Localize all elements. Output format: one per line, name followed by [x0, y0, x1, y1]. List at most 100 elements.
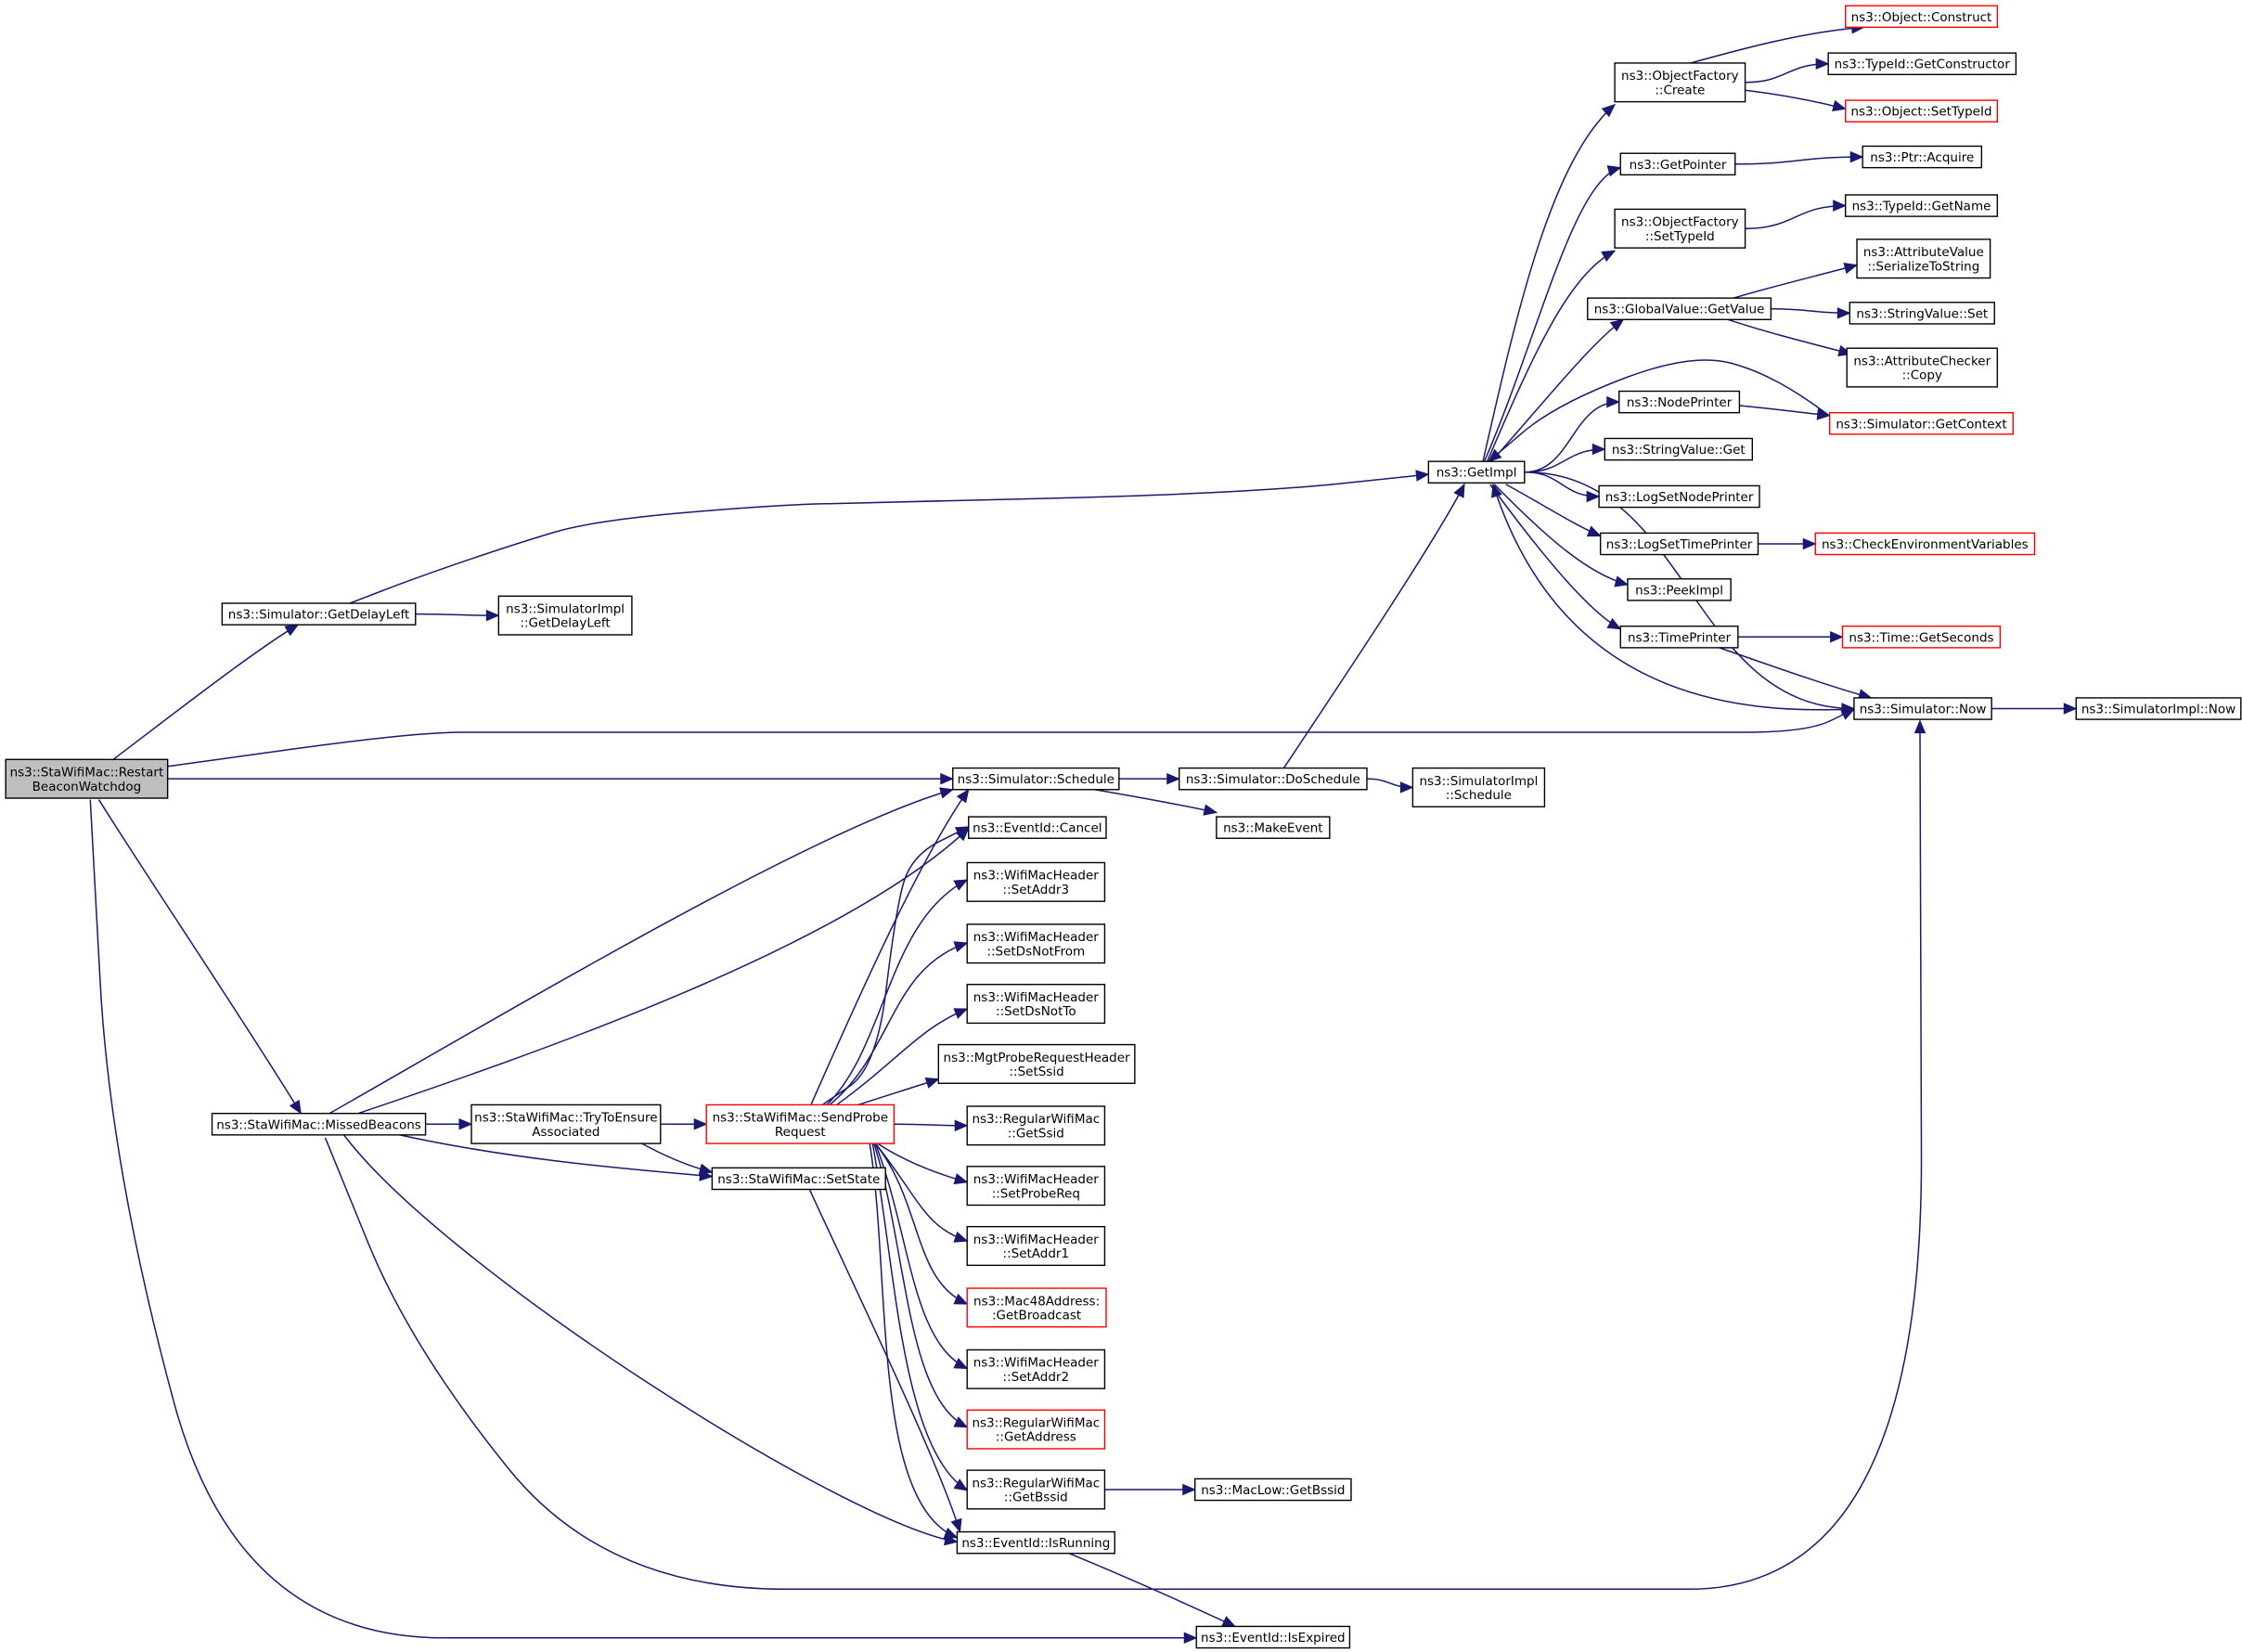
node-label: ns3::StaWifiMac::MissedBeacons	[216, 1117, 421, 1132]
arrowhead-icon	[953, 1416, 969, 1428]
node-label: ns3::StringValue::Set	[1856, 306, 1988, 321]
arrowhead-icon	[1802, 537, 1817, 550]
node-simSchedule[interactable]: ns3::Simulator::Schedule	[952, 767, 1120, 791]
arrowhead-icon	[1453, 483, 1465, 498]
node-peekImpl[interactable]: ns3::PeekImpl	[1627, 578, 1732, 601]
arrowhead-icon	[1614, 575, 1630, 587]
node-acCopy[interactable]: ns3::AttributeChecker::Copy	[1846, 347, 1999, 388]
node-label: ns3::RegularWifiMac	[972, 1112, 1100, 1127]
node-macGetBroadcast[interactable]: ns3::Mac48Address::GetBroadcast	[966, 1287, 1107, 1328]
node-label: ::GetSsid	[1008, 1126, 1064, 1141]
node-label: ::SerializeToString	[1867, 259, 1979, 274]
node-label: ns3::WifiMacHeader	[973, 1172, 1100, 1187]
node-box	[1841, 626, 2002, 649]
node-nodePrinter[interactable]: ns3::NodePrinter	[1618, 390, 1741, 414]
node-logSetNode[interactable]: ns3::LogSetNodePrinter	[1598, 484, 1760, 509]
node-simImplGetDelayLeft[interactable]: ns3::SimulatorImpl::GetDelayLeft	[497, 595, 633, 636]
node-wmhSetDsNotFrom[interactable]: ns3::WifiMacHeader::SetDsNotFrom	[966, 923, 1106, 964]
node-logSetTime[interactable]: ns3::LogSetTimePrinter	[1599, 532, 1759, 556]
node-label: ns3::EventId::IsRunning	[961, 1536, 1110, 1551]
edge-getImpl-to-getPointer	[1483, 166, 1621, 462]
node-getPointer[interactable]: ns3::GetPointer	[1619, 152, 1736, 176]
node-label: ::Copy	[1902, 368, 1942, 383]
node-simGetContext[interactable]: ns3::Simulator::GetContext	[1828, 411, 2015, 435]
node-checkEnv[interactable]: ns3::CheckEnvironmentVariables	[1814, 532, 2036, 556]
node-objSetTypeId[interactable]: ns3::Object::SetTypeId	[1844, 99, 1999, 123]
node-ptrAcquire[interactable]: ns3::Ptr::Acquire	[1862, 145, 1983, 169]
node-label: ::SetProbeReq	[992, 1186, 1080, 1201]
node-ofSetTypeId[interactable]: ns3::ObjectFactory::SetTypeId	[1614, 208, 1746, 249]
arrowhead-icon	[2063, 703, 2078, 715]
arrowhead-icon	[284, 624, 300, 637]
node-box	[966, 1349, 1106, 1389]
node-wmhSetAddr2[interactable]: ns3::WifiMacHeader::SetAddr2	[966, 1349, 1106, 1389]
node-box	[966, 984, 1106, 1025]
node-typeIdGetName[interactable]: ns3::TypeId::GetName	[1844, 194, 1999, 217]
node-box	[1604, 437, 1754, 461]
edge-gvGetValue-to-acCopy	[1727, 318, 1852, 355]
node-mgtSetSsid[interactable]: ns3::MgtProbeRequestHeader::SetSsid	[937, 1043, 1136, 1084]
node-box	[966, 1469, 1106, 1510]
node-wmhSetAddr3[interactable]: ns3::WifiMacHeader::SetAddr3	[966, 861, 1106, 902]
node-macLowGetBssid[interactable]: ns3::MacLow::GetBssid	[1193, 1478, 1352, 1502]
node-label: Associated	[532, 1125, 599, 1140]
node-label: ns3::StaWifiMac::SendProbe	[713, 1111, 888, 1126]
node-label: ns3::Mac48Address:	[973, 1294, 1100, 1309]
node-box	[5, 758, 169, 799]
node-eventCancel[interactable]: ns3::EventId::Cancel	[968, 816, 1107, 839]
arrowhead-icon	[953, 1357, 969, 1370]
arrowhead-icon	[940, 772, 955, 785]
edge-sendProbe-to-wmhSetAddr3	[826, 879, 968, 1105]
node-rwmGetSsid[interactable]: ns3::RegularWifiMac::GetSsid	[966, 1105, 1106, 1146]
node-wmhSetDsNotTo[interactable]: ns3::WifiMacHeader::SetDsNotTo	[966, 984, 1106, 1025]
edge-missedBeacons-to-simNow	[324, 720, 1923, 1591]
node-makeEvent[interactable]: ns3::MakeEvent	[1216, 816, 1331, 839]
arrowhead-icon	[956, 788, 970, 804]
node-label: ns3::ObjectFactory	[1621, 215, 1739, 230]
node-label: ::SetAddr2	[1003, 1370, 1070, 1385]
node-eventIsExpired[interactable]: ns3::EventId::IsExpired	[1195, 1625, 1351, 1649]
node-wmhSetAddr1[interactable]: ns3::WifiMacHeader::SetAddr1	[966, 1225, 1106, 1267]
arrowhead-icon	[954, 826, 970, 838]
node-label: ns3::Object::SetTypeId	[1850, 105, 1991, 120]
node-label: ns3::Simulator::DoSchedule	[1186, 772, 1360, 787]
arrowhead-icon	[1591, 443, 1606, 456]
node-box	[1627, 578, 1732, 601]
node-ofCreate[interactable]: ns3::ObjectFactory::Create	[1614, 62, 1746, 103]
edge-sendProbe-to-mgtSetSsid	[857, 1078, 939, 1106]
node-simImplNow[interactable]: ns3::SimulatorImpl::Now	[2075, 697, 2242, 720]
node-getConstructor[interactable]: ns3::TypeId::GetConstructor	[1827, 52, 2017, 75]
node-setState[interactable]: ns3::StaWifiMac::SetState	[711, 1167, 886, 1191]
arrowhead-icon	[953, 879, 969, 891]
node-svSet[interactable]: ns3::StringValue::Set	[1849, 302, 1995, 325]
node-timeGetSeconds[interactable]: ns3::Time::GetSeconds	[1841, 626, 2002, 649]
node-simNow[interactable]: ns3::Simulator::Now	[1853, 697, 1992, 720]
node-eventIsRunning[interactable]: ns3::EventId::IsRunning	[956, 1530, 1115, 1555]
arrowhead-icon	[1609, 318, 1625, 332]
node-missedBeacons[interactable]: ns3::StaWifiMac::MissedBeacons	[211, 1112, 427, 1136]
node-svGet[interactable]: ns3::StringValue::Get	[1604, 437, 1754, 461]
edge-sendProbe-to-eventIsRunning	[869, 1142, 958, 1539]
arrowhead-icon	[1849, 150, 1864, 163]
node-timePrinter[interactable]: ns3::TimePrinter	[1619, 626, 1739, 649]
arrowhead-icon	[1586, 525, 1602, 537]
node-label: ns3::ObjectFactory	[1621, 69, 1739, 84]
node-label: ns3::WifiMacHeader	[973, 990, 1100, 1005]
node-simDoSchedule[interactable]: ns3::Simulator::DoSchedule	[1179, 767, 1368, 791]
node-gvGetValue[interactable]: ns3::GlobalValue::GetValue	[1587, 297, 1772, 321]
arrowhead-icon	[953, 1478, 969, 1491]
node-rwmGetAddress[interactable]: ns3::RegularWifiMac::GetAddress	[966, 1409, 1106, 1450]
node-wmhSetProbeReq[interactable]: ns3::WifiMacHeader::SetProbeReq	[966, 1166, 1106, 1207]
node-getDelayLeft[interactable]: ns3::Simulator::GetDelayLeft	[221, 602, 417, 626]
node-simImplSchedule[interactable]: ns3::SimulatorImpl::Schedule	[1411, 767, 1546, 807]
node-rwmGetBssid[interactable]: ns3::RegularWifiMac::GetBssid	[966, 1469, 1106, 1510]
node-label: ns3::GlobalValue::GetValue	[1594, 303, 1765, 317]
arrowhead-icon	[1836, 307, 1851, 319]
node-getImpl[interactable]: ns3::GetImpl	[1427, 460, 1526, 484]
node-avSerialize[interactable]: ns3::AttributeValue::SerializeToString	[1856, 239, 1991, 279]
node-objConstruct[interactable]: ns3::Object::Construct	[1844, 5, 1999, 29]
node-box	[1849, 302, 1995, 325]
